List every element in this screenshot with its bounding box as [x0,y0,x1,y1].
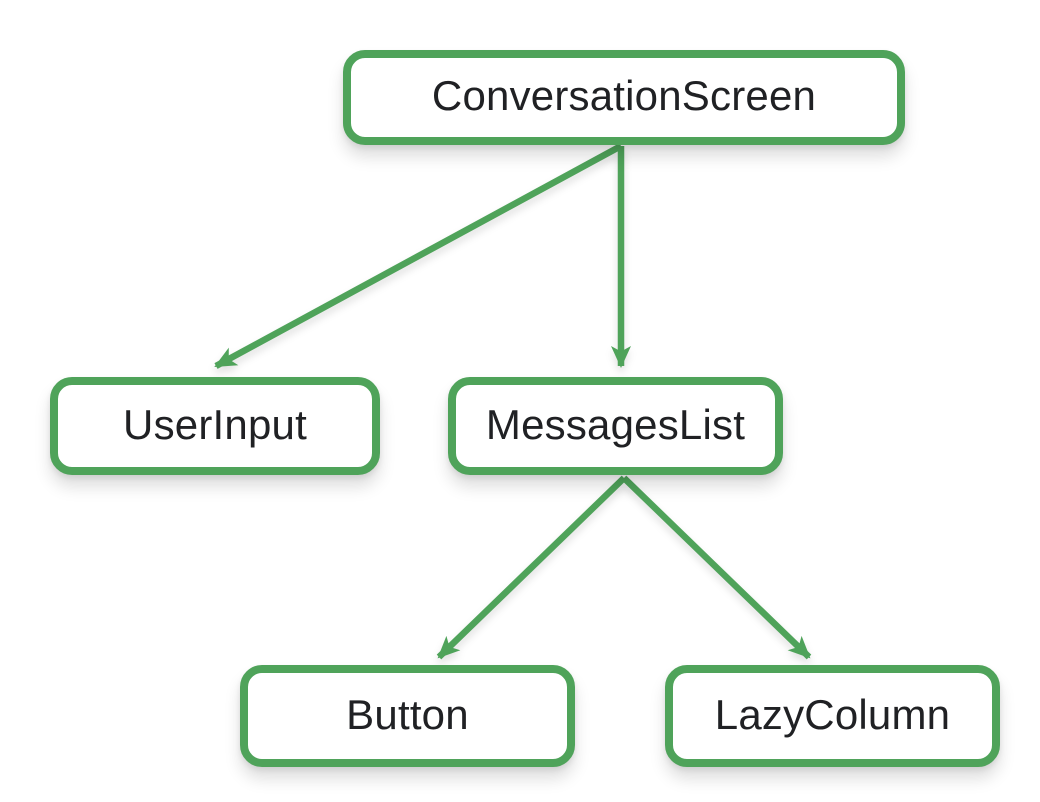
edge-messageslist-button [436,475,627,660]
node-lazy-column: LazyColumn [665,665,1000,767]
node-button-label: Button [346,690,469,738]
node-user-input-label: UserInput [123,400,307,448]
node-messages-list-label: MessagesList [485,400,746,448]
node-conversation-screen: ConversationScreen [343,50,905,145]
node-button: Button [240,665,575,767]
node-conversation-screen-label: ConversationScreen [431,72,817,119]
edge-conversationscreen-userinput [214,143,623,369]
node-messages-list: MessagesList [448,377,783,475]
node-lazy-column-label: LazyColumn [714,690,951,738]
node-user-input: UserInput [50,377,380,475]
edge-messageslist-lazycolumn [621,475,812,660]
